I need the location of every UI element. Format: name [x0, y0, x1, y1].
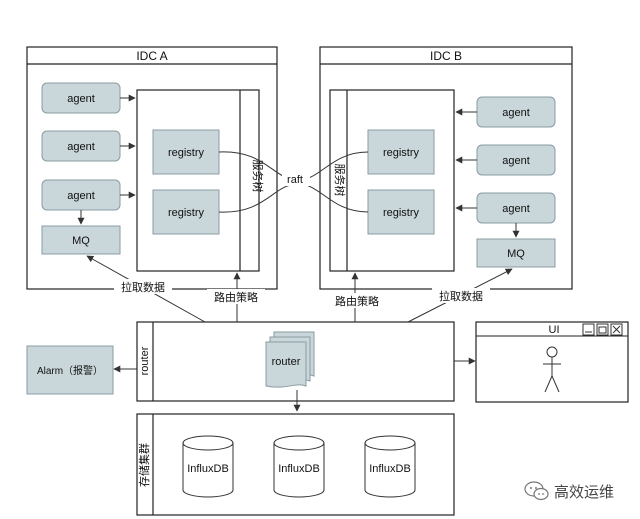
idc-a-mq-box — [41, 225, 121, 255]
router-side-label: router — [139, 346, 151, 375]
idc-a-registry-label: registry — [168, 207, 205, 219]
idc-b-registry-label: registry — [383, 147, 420, 159]
router-panel: router router — [136, 321, 455, 402]
idc-a-agent-label: agent — [67, 190, 95, 202]
router-doc-label: router — [272, 356, 301, 368]
idc-b-panel: IDC B 服务树 registry registry agent agent … — [319, 46, 573, 290]
pull-data-label-right: 拉取数据 — [439, 289, 483, 303]
idc-b-registry-box — [367, 189, 435, 235]
wechat-icon — [524, 481, 549, 501]
raft-label: raft — [287, 174, 303, 186]
idc-a-service-tree — [136, 89, 260, 272]
idc-a-agent-label: agent — [67, 93, 95, 105]
maximize-icon — [596, 323, 609, 336]
route-strategy-label-left: 路由策略 — [214, 290, 258, 304]
alarm-box: Alarm（报警） — [26, 345, 114, 395]
influxdb-cylinder — [364, 435, 416, 498]
idc-a-panel: IDC A agent agent agent MQ 服务树 registry … — [26, 46, 278, 290]
idc-b-mq-label: MQ — [507, 248, 525, 260]
idc-a-agent-label: agent — [67, 141, 95, 153]
idc-b-agent-label: agent — [502, 203, 530, 215]
route-strategy-label-right: 路由策略 — [335, 294, 379, 308]
idc-a-title: IDC A — [136, 49, 167, 63]
idc-a-mq-label: MQ — [72, 235, 90, 247]
idc-b-mq-box — [476, 238, 556, 268]
influxdb-cylinder — [273, 435, 325, 498]
idc-b-agent-label: agent — [502, 155, 530, 167]
idc-b-service-tree — [329, 89, 455, 272]
user-stick-figure-icon — [543, 346, 561, 393]
watermark-label: 高效运维 — [554, 482, 615, 501]
storage-cluster: 存储集群 InfluxDB InfluxDB InfluxDB — [136, 413, 455, 516]
influxdb-label: InfluxDB — [369, 463, 411, 475]
influxdb-label: InfluxDB — [278, 463, 320, 475]
idc-a-service-tree-label: 服务树 — [251, 160, 265, 193]
alarm-label: Alarm（报警） — [37, 364, 103, 377]
idc-a-registry-box — [152, 189, 220, 235]
close-icon — [610, 323, 623, 336]
idc-a-registry-label: registry — [168, 147, 205, 159]
idc-b-registry-box — [367, 129, 435, 175]
pull-data-label-left: 拉取数据 — [121, 280, 165, 294]
ui-window-title: UI — [549, 324, 560, 336]
idc-b-registry-label: registry — [383, 207, 420, 219]
router-doc-icon — [265, 331, 315, 388]
idc-a-arrows — [77, 94, 136, 225]
idc-b-title: IDC B — [430, 49, 462, 63]
strategy-labels: 拉取数据 路由策略 路由策略 拉取数据 — [114, 279, 490, 308]
raft-links: raft — [218, 151, 369, 213]
watermark: 高效运维 — [524, 478, 636, 504]
ui-window: UI — [475, 321, 629, 403]
influxdb-cylinder — [182, 435, 234, 498]
idc-b-agent-label: agent — [502, 107, 530, 119]
influxdb-label: InfluxDB — [187, 463, 229, 475]
minimize-icon — [582, 323, 595, 336]
storage-side-label: 存储集群 — [137, 443, 151, 487]
idc-b-service-tree-label: 服务树 — [333, 164, 347, 197]
idc-b-arrows — [455, 108, 520, 238]
